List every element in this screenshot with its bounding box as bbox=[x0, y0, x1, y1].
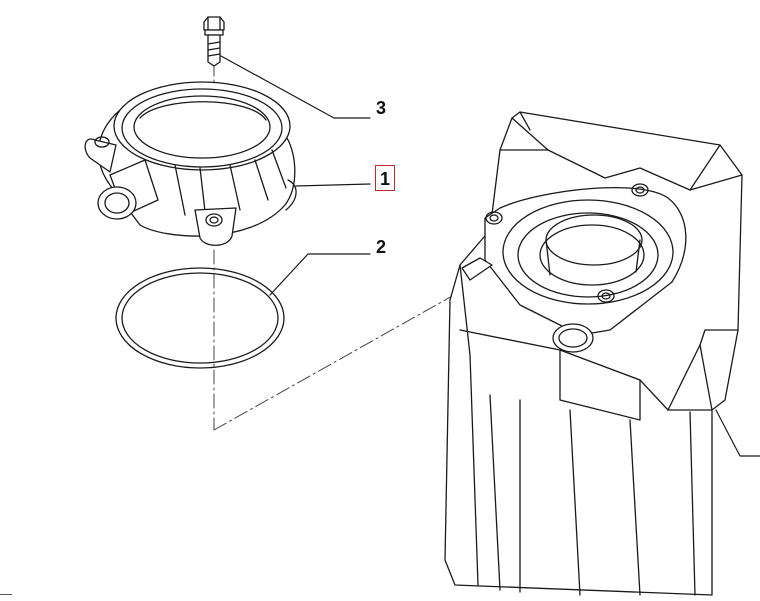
callout-number-1-highlighted[interactable]: 1 bbox=[375, 165, 396, 191]
callout-number-3: 3 bbox=[376, 98, 387, 118]
corner-mark bbox=[0, 594, 12, 601]
gasket-part-2 bbox=[115, 267, 285, 369]
bolt-part-3 bbox=[203, 16, 225, 67]
leader-lines bbox=[220, 55, 760, 457]
engine-block-housing bbox=[444, 111, 743, 596]
breather-cover-part-1 bbox=[84, 81, 297, 246]
callout-number-2: 2 bbox=[376, 237, 387, 257]
